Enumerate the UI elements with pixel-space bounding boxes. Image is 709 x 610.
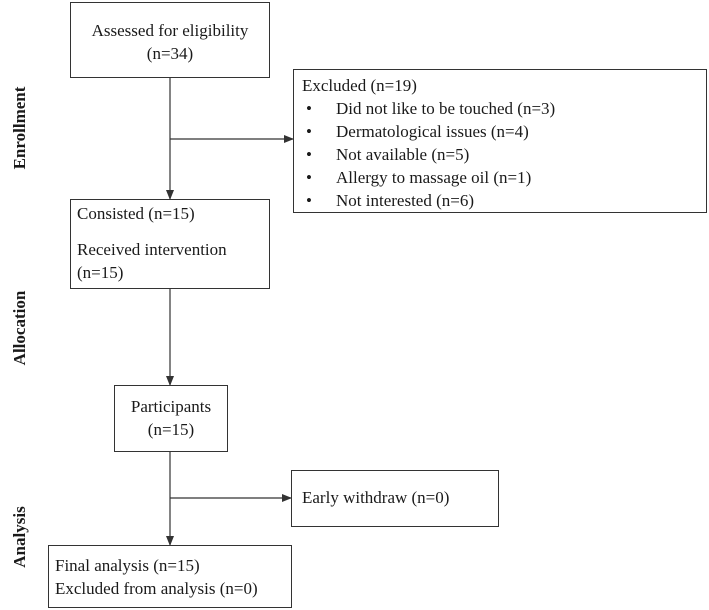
final-analysis-count: Final analysis (n=15) [55,556,200,575]
participants-title: Participants [130,397,212,416]
final-excluded-count: Excluded from analysis (n=0) [55,579,258,598]
participants-box: Participants (n=15) [114,385,228,452]
consisted-count: Consisted (n=15) [77,204,195,223]
assessed-title: Assessed for eligibility [91,21,249,40]
assessed-box: Assessed for eligibility (n=34) [70,2,270,78]
participants-count: (n=15) [147,420,195,439]
consisted-intervention-count: (n=15) [77,263,124,282]
excluded-reason-not-available: Not available (n=5) [302,143,698,166]
consisted-box: Consisted (n=15) Received intervention (… [70,199,270,289]
final-analysis-box: Final analysis (n=15) Excluded from anal… [48,545,292,608]
excluded-reason-not-interested: Not interested (n=6) [302,189,698,212]
excluded-title: Excluded (n=19) [302,76,417,95]
excluded-reasons-list: Did not like to be touched (n=3) Dermato… [302,97,698,212]
withdraw-label: Early withdraw (n=0) [302,488,450,507]
consisted-intervention: Received intervention [77,240,227,259]
withdraw-box: Early withdraw (n=0) [291,470,499,527]
assessed-count: (n=34) [146,44,194,63]
excluded-reason-touch: Did not like to be touched (n=3) [302,97,698,120]
excluded-box: Excluded (n=19) Did not like to be touch… [293,69,707,213]
excluded-reason-dermatological: Dermatological issues (n=4) [302,120,698,143]
excluded-reason-allergy: Allergy to massage oil (n=1) [302,166,698,189]
